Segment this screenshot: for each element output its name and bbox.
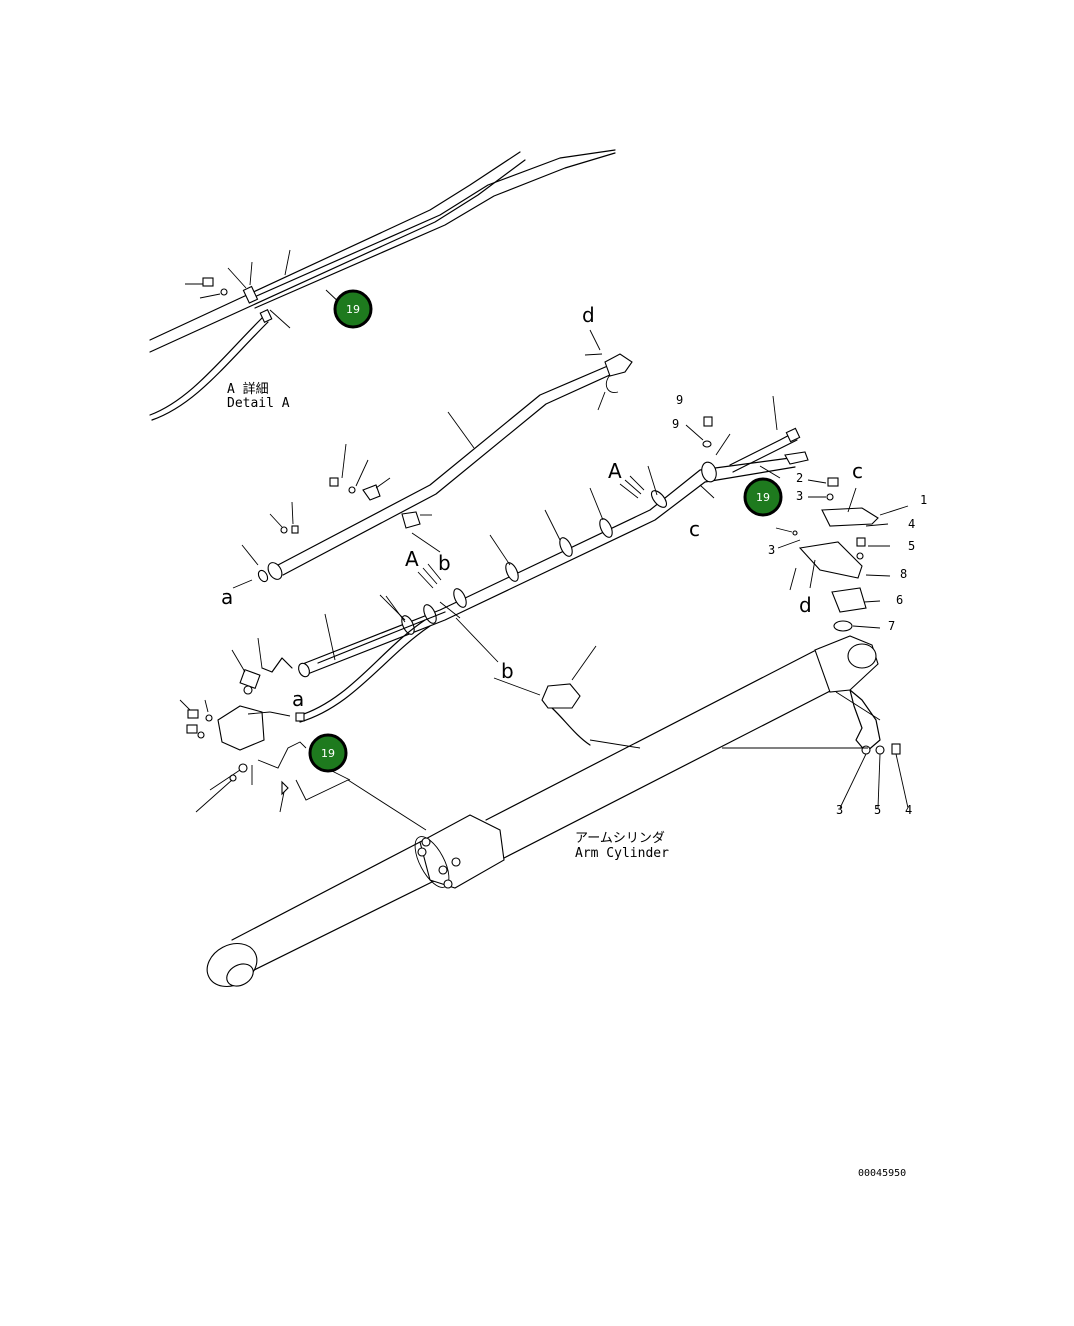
part-number: 3 [796, 489, 803, 503]
detail-a-title-ja: A 詳細 [227, 381, 269, 397]
letter-d-right: d [799, 593, 812, 617]
part-number: 5 [874, 803, 881, 817]
callout-badge-19-lower[interactable]: 19 [308, 733, 348, 773]
letter-b-lower: b [501, 659, 514, 683]
letter-a-lower: a [292, 687, 304, 711]
part-number: 4 [908, 517, 915, 531]
part-number: 9 [672, 417, 679, 431]
detail-a-view: A 詳細 Detail A [149, 149, 616, 421]
part-number: 8 [900, 567, 907, 581]
letter-d-top: d [582, 303, 595, 327]
part-number: 1 [920, 493, 927, 507]
badge-label: 19 [346, 303, 360, 316]
arm-cylinder-label-ja: アームシリンダ [575, 831, 665, 846]
part-number: 6 [896, 593, 903, 607]
arm-cylinder [206, 617, 909, 988]
letter-c-mid: c [689, 517, 700, 541]
part-number: 7 [888, 619, 895, 633]
part-number: 9 [676, 393, 683, 407]
reference-letters: d A c c d b A a b a [221, 303, 863, 711]
part-number: 5 [908, 539, 915, 553]
part-number: 2 [796, 471, 803, 485]
callout-badge-19-detail[interactable]: 19 [333, 289, 373, 329]
detail-a-title-en: Detail A [227, 396, 290, 411]
arm-cylinder-label-en: Arm Cylinder [575, 846, 669, 861]
view-arrow-a-upper: A [608, 459, 622, 483]
letter-b-upper: b [438, 551, 451, 575]
upper-pipe [232, 329, 633, 589]
view-arrow-a-lower: A [405, 547, 419, 571]
lower-pipe [295, 595, 461, 723]
brackets [775, 477, 909, 632]
middle-pipe [298, 395, 809, 678]
badge-label: 19 [321, 747, 335, 760]
letter-c-right: c [852, 459, 863, 483]
badge-label: 19 [756, 491, 770, 504]
valve-block [179, 637, 307, 813]
callout-badge-19-right[interactable]: 19 [743, 477, 783, 517]
document-number: 00045950 [858, 1168, 906, 1179]
part-numbers: 1 2 3 3 4 5 6 7 8 9 9 3 5 4 [672, 393, 927, 817]
letter-a-left: a [221, 585, 233, 609]
part-number: 3 [768, 543, 775, 557]
part-number: 4 [905, 803, 912, 817]
part-number: 3 [836, 803, 843, 817]
